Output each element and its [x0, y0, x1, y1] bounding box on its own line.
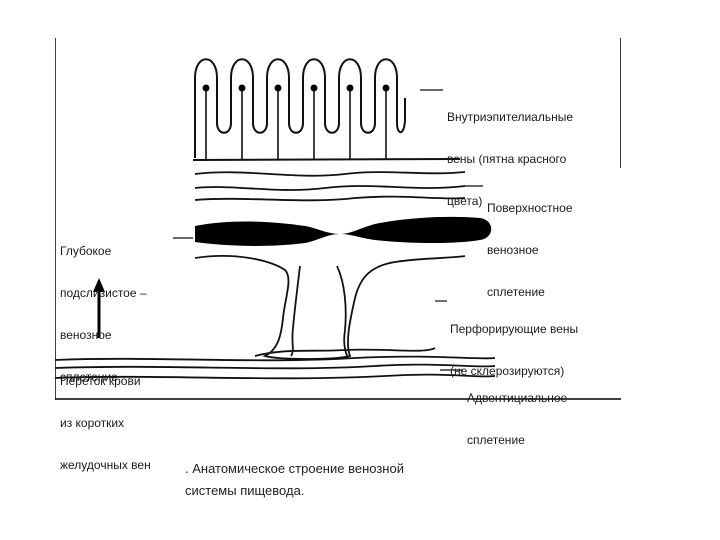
perforating-veins [194, 255, 466, 360]
label-adventitial-plexus: Адвентициальное сплетение [467, 363, 567, 475]
label-intraepithelial-veins: Внутриэпителиальные вены (пятна красного… [447, 82, 573, 236]
red-spot-dots [202, 84, 390, 92]
superficial-plexus-line-2 [194, 185, 466, 191]
label-perforating-veins: Перфорирующие вены (не склерозируются) [450, 294, 578, 406]
label-line: Адвентициальное [467, 391, 568, 405]
figure-caption: . Анатомическое строение венозной систем… [185, 458, 515, 502]
label-line: вены (пятна красного [447, 152, 567, 166]
label-line: сплетение [60, 370, 118, 384]
label-line: Переток крови [60, 374, 141, 388]
esophagus-venous-diagram: Внутриэпителиальные вены (пятна красного… [55, 38, 621, 472]
superficial-plexus-line-1 [194, 171, 466, 177]
caption-line: системы пищевода. [185, 483, 305, 498]
label-line: (не склерозируются) [450, 364, 565, 378]
superficial-plexus-line-3 [194, 195, 466, 202]
adventitial-plexus-line-1 [55, 355, 496, 362]
intraepithelial-veins-loops [194, 58, 406, 158]
label-line: цвета) [447, 194, 483, 208]
label-line: сплетение [467, 433, 525, 447]
diagram-drawing [55, 38, 621, 400]
label-line: Поверхностное [487, 201, 573, 215]
epithelium-baseline [192, 158, 461, 161]
deep-plexus-vessel [195, 216, 492, 246]
label-line: Перфорирующие вены [450, 322, 579, 336]
label-line: сплетение [487, 285, 545, 299]
label-line: подслизистое – [60, 286, 147, 300]
label-superficial-plexus: Поверхностное венозное сплетение [487, 173, 573, 327]
label-line: Внутриэпителиальные [447, 110, 574, 124]
caption-line: . Анатомическое строение венозной [185, 461, 404, 476]
label-line: Глубокое [60, 244, 112, 258]
blood-flow-arrow-head [93, 278, 105, 292]
label-line: желудочных вен [60, 458, 151, 472]
label-line: венозное [60, 328, 112, 342]
label-line: из коротких [60, 416, 125, 430]
label-deep-plexus: Глубокое подслизистое – венозное сплетен… [60, 216, 147, 412]
label-blood-flow: Переток крови из коротких желудочных вен [60, 346, 151, 500]
label-line: венозное [487, 243, 539, 257]
adventitial-plexus-line-3 [55, 373, 496, 380]
capillary-stems [205, 90, 387, 160]
leader-lines [173, 89, 483, 371]
adventitial-plexus-line-2 [55, 363, 496, 370]
